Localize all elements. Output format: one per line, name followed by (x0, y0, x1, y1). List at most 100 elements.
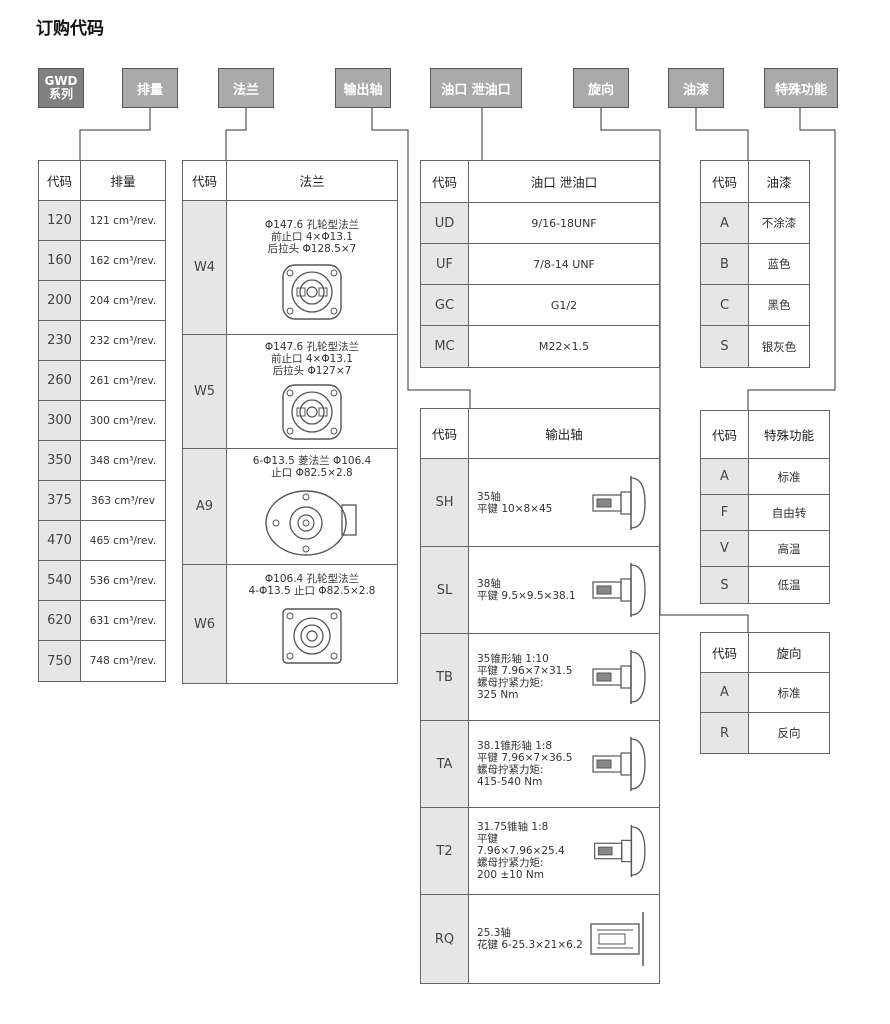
shaft-desc: 35轴 平键 10×8×45 (477, 490, 553, 515)
shaft-desc: 31.75锥轴 1:8 平键 7.96×7.96×25.4 螺母拧紧力矩: 20… (477, 821, 565, 881)
shaft-drawing-icon (592, 563, 646, 617)
special-code: F (701, 495, 749, 530)
paint-header-row: 代码 油漆 (701, 161, 809, 203)
shaft-desc: 38.1锥形轴 1:8 平键 7.96×7×36.5 螺母拧紧力矩: 415-5… (477, 740, 573, 788)
displacement-row: 200 204 cm³/rev. (39, 281, 165, 321)
special-value: 标准 (777, 469, 801, 484)
flange-drawing-icon (282, 608, 342, 664)
displacement-value: 300 cm³/rev. (89, 414, 157, 427)
flange-table: 代码 法兰 W4 Φ147.6 孔轮型法兰 前止口 4×Φ13.1 后拉头 Φ1… (182, 160, 398, 684)
shaft-desc: 35锥形轴 1:10 平键 7.96×7×31.5 螺母拧紧力矩: 325 Nm (477, 653, 573, 701)
header-special: 特殊功能 (764, 68, 838, 108)
paint-code: A (701, 203, 749, 243)
displacement-row: 300 300 cm³/rev. (39, 401, 165, 441)
special-row: F 自由转 (701, 495, 829, 531)
header-displacement: 排量 (122, 68, 178, 108)
flange-desc: Φ147.6 孔轮型法兰 前止口 4×Φ13.1 后拉头 Φ127×7 (264, 341, 360, 377)
displacement-code: 375 (39, 481, 81, 520)
flange-drawing-icon (282, 384, 342, 440)
displacement-value: 232 cm³/rev. (89, 334, 157, 347)
displacement-row: 260 261 cm³/rev. (39, 361, 165, 401)
rotation-header-row: 代码 旋向 (701, 633, 829, 673)
paint-code: B (701, 244, 749, 284)
displacement-value: 204 cm³/rev. (89, 294, 157, 307)
displacement-code: 200 (39, 281, 81, 320)
page-title: 订购代码 (36, 19, 104, 39)
flange-row: A9 6-Φ13.5 菱法兰 Φ106.4 止口 Φ82.5×2.8 (183, 449, 397, 565)
port-header-row: 代码 油口 泄油口 (421, 161, 659, 203)
flange-col-code: 代码 (183, 161, 227, 200)
displacement-value: 261 cm³/rev. (89, 374, 157, 387)
rotation-code: R (701, 713, 749, 753)
header-paint: 油漆 (668, 68, 724, 108)
special-col-value: 特殊功能 (763, 428, 814, 443)
shaft-code: TB (421, 634, 469, 720)
shaft-drawing-icon (590, 912, 644, 966)
shaft-drawing-icon (592, 737, 646, 791)
paint-col-value: 油漆 (766, 175, 792, 190)
flange-code: W4 (183, 201, 227, 334)
port-code: MC (421, 326, 469, 367)
shaft-drawing-icon (592, 650, 646, 704)
flange-desc: Φ147.6 孔轮型法兰 前止口 4×Φ13.1 后拉头 Φ128.5×7 (264, 219, 360, 255)
flange-row: W4 Φ147.6 孔轮型法兰 前止口 4×Φ13.1 后拉头 Φ128.5×7 (183, 201, 397, 335)
port-col-value: 油口 泄油口 (530, 175, 598, 190)
header-shaft: 输出轴 (335, 68, 391, 108)
displacement-code: 750 (39, 641, 81, 681)
flange-code: W5 (183, 335, 227, 448)
flange-drawing-icon (282, 264, 342, 320)
displacement-code: 230 (39, 321, 81, 360)
flange-header-row: 代码 法兰 (183, 161, 397, 201)
flange-code: W6 (183, 565, 227, 683)
flange-desc: 6-Φ13.5 菱法兰 Φ106.4 止口 Φ82.5×2.8 (252, 455, 372, 479)
rotation-col-code: 代码 (701, 633, 749, 672)
header-rotation: 旋向 (573, 68, 629, 108)
shaft-code: RQ (421, 895, 469, 983)
shaft-col-value: 输出轴 (545, 427, 583, 442)
displacement-row: 230 232 cm³/rev. (39, 321, 165, 361)
displacement-value: 162 cm³/rev. (89, 254, 157, 267)
port-col-code: 代码 (421, 161, 469, 202)
paint-value: 银灰色 (761, 339, 797, 354)
flange-desc: Φ106.4 孔轮型法兰 4-Φ13.5 止口 Φ82.5×2.8 (248, 573, 376, 597)
header-flange: 法兰 (218, 68, 274, 108)
flange-drawing-icon (265, 490, 357, 556)
shaft-desc: 38轴 平键 9.5×9.5×38.1 (477, 578, 576, 602)
displacement-code: 300 (39, 401, 81, 440)
displacement-value: 465 cm³/rev. (89, 534, 157, 547)
paint-code: S (701, 326, 749, 367)
displacement-value: 348 cm³/rev. (89, 454, 157, 467)
special-value: 自由转 (771, 505, 807, 520)
displacement-code: 260 (39, 361, 81, 400)
special-code: V (701, 531, 749, 566)
displacement-col-code: 代码 (39, 161, 81, 200)
port-code: GC (421, 285, 469, 325)
displacement-code: 470 (39, 521, 81, 560)
port-value: 9/16-18UNF (531, 216, 597, 230)
displacement-value: 631 cm³/rev. (89, 614, 157, 627)
shaft-drawing-icon (594, 824, 646, 878)
port-value: G1/2 (550, 298, 578, 312)
shaft-header-row: 代码 输出轴 (421, 409, 659, 459)
rotation-value: 标准 (777, 685, 801, 700)
displacement-value: 536 cm³/rev. (89, 574, 157, 587)
special-value: 高温 (777, 541, 801, 556)
